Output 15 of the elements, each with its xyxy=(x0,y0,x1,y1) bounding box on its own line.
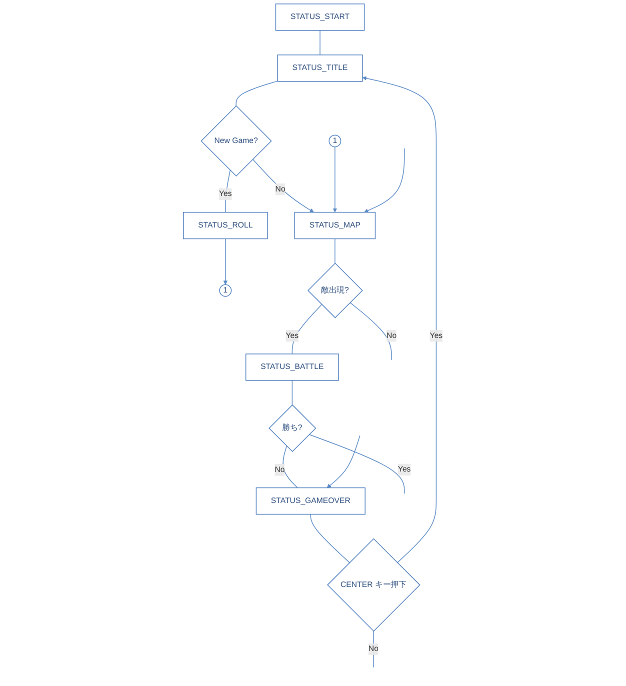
connector xyxy=(310,514,350,564)
connector xyxy=(334,238,336,264)
connector xyxy=(292,380,293,406)
connector xyxy=(308,434,405,494)
connector xyxy=(350,302,392,360)
arrow xyxy=(223,238,228,285)
arrow xyxy=(362,76,437,564)
arrow xyxy=(332,146,338,212)
arrow xyxy=(252,158,314,212)
arrow xyxy=(326,435,360,488)
connector xyxy=(225,170,231,213)
connector xyxy=(236,80,278,106)
arrow xyxy=(364,148,405,213)
connector xyxy=(292,304,322,354)
connector xyxy=(282,446,298,488)
